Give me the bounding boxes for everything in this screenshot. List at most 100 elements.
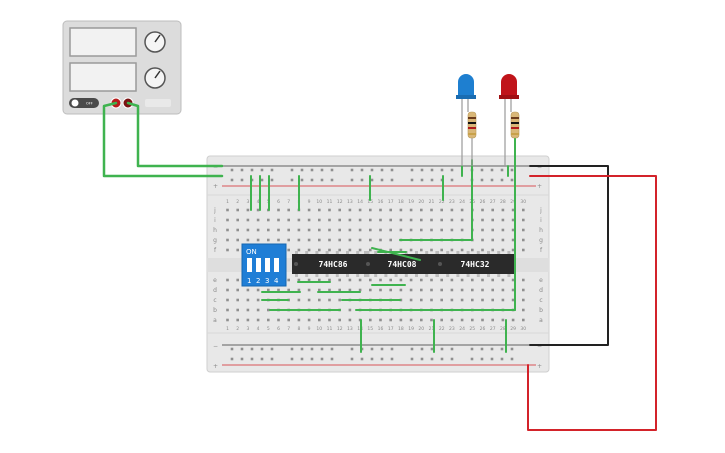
breadboard-hole[interactable]	[440, 218, 443, 222]
breadboard-hole[interactable]	[338, 228, 341, 232]
breadboard-hole[interactable]	[290, 347, 294, 351]
breadboard-hole[interactable]	[522, 278, 525, 282]
breadboard-hole[interactable]	[246, 318, 250, 322]
breadboard-hole[interactable]	[226, 308, 229, 312]
breadboard-hole[interactable]	[522, 208, 525, 212]
breadboard-hole[interactable]	[481, 228, 484, 232]
breadboard-hole[interactable]	[420, 218, 423, 222]
breadboard-hole[interactable]	[410, 347, 414, 351]
wire-power-rail[interactable]	[527, 175, 657, 431]
breadboard-hole[interactable]	[471, 248, 474, 252]
breadboard-hole[interactable]	[318, 278, 321, 282]
breadboard-hole[interactable]	[501, 288, 505, 292]
breadboard-hole[interactable]	[240, 347, 244, 351]
breadboard-hole[interactable]	[267, 228, 270, 232]
breadboard-hole[interactable]	[277, 218, 280, 222]
breadboard-hole[interactable]	[277, 318, 280, 322]
breadboard-hole[interactable]	[338, 298, 341, 302]
breadboard-hole[interactable]	[226, 288, 229, 292]
breadboard-hole[interactable]	[491, 238, 494, 242]
breadboard-hole[interactable]	[310, 168, 314, 172]
breadboard-hole[interactable]	[440, 168, 444, 172]
breadboard-hole[interactable]	[246, 238, 250, 242]
breadboard-hole[interactable]	[450, 178, 454, 182]
breadboard-hole[interactable]	[246, 308, 250, 312]
breadboard-hole[interactable]	[350, 357, 354, 361]
breadboard-hole[interactable]	[236, 278, 239, 282]
wire-psu-negative[interactable]	[126, 101, 224, 168]
breadboard-hole[interactable]	[481, 248, 484, 252]
breadboard-hole[interactable]	[501, 238, 505, 242]
breadboard-hole[interactable]	[360, 357, 364, 361]
breadboard-hole[interactable]	[318, 318, 321, 322]
breadboard-hole[interactable]	[358, 238, 362, 242]
breadboard-hole[interactable]	[430, 318, 433, 322]
breadboard-hole[interactable]	[267, 218, 270, 222]
breadboard-hole[interactable]	[226, 248, 229, 252]
breadboard-hole[interactable]	[369, 248, 372, 252]
breadboard-hole[interactable]	[481, 218, 484, 222]
breadboard-hole[interactable]	[460, 248, 464, 252]
breadboard-hole[interactable]	[460, 288, 464, 292]
breadboard-hole[interactable]	[379, 278, 382, 282]
breadboard-hole[interactable]	[348, 228, 352, 232]
chip-74hc32[interactable]: 74HC32	[436, 254, 514, 274]
breadboard-hole[interactable]	[277, 208, 280, 212]
dip-toggle-4[interactable]	[274, 258, 279, 272]
breadboard-hole[interactable]	[380, 357, 384, 361]
breadboard-hole[interactable]	[440, 278, 443, 282]
breadboard-hole[interactable]	[360, 168, 364, 172]
breadboard-hole[interactable]	[460, 298, 464, 302]
breadboard-hole[interactable]	[287, 238, 290, 242]
breadboard-hole[interactable]	[501, 318, 505, 322]
breadboard-hole[interactable]	[480, 347, 484, 351]
breadboard-hole[interactable]	[320, 168, 324, 172]
breadboard-hole[interactable]	[246, 208, 250, 212]
breadboard-hole[interactable]	[491, 228, 494, 232]
breadboard-hole[interactable]	[338, 218, 341, 222]
breadboard-hole[interactable]	[420, 208, 423, 212]
breadboard-hole[interactable]	[380, 168, 384, 172]
breadboard-hole[interactable]	[460, 208, 464, 212]
breadboard-hole[interactable]	[450, 228, 454, 232]
breadboard-hole[interactable]	[440, 298, 443, 302]
breadboard-hole[interactable]	[510, 178, 514, 182]
breadboard-hole[interactable]	[440, 288, 443, 292]
breadboard-hole[interactable]	[430, 248, 433, 252]
breadboard-hole[interactable]	[430, 278, 433, 282]
breadboard-hole[interactable]	[369, 318, 372, 322]
breadboard-hole[interactable]	[260, 178, 264, 182]
breadboard-hole[interactable]	[328, 248, 331, 252]
breadboard-hole[interactable]	[230, 178, 234, 182]
breadboard-hole[interactable]	[250, 357, 254, 361]
breadboard-hole[interactable]	[307, 238, 311, 242]
dip-switch[interactable]: ON 1 2 3 4	[241, 243, 287, 287]
breadboard-hole[interactable]	[430, 208, 433, 212]
breadboard-hole[interactable]	[348, 278, 352, 282]
breadboard-hole[interactable]	[226, 238, 229, 242]
breadboard-hole[interactable]	[348, 238, 352, 242]
breadboard-hole[interactable]	[389, 228, 392, 232]
breadboard-hole[interactable]	[522, 308, 525, 312]
breadboard-hole[interactable]	[409, 248, 413, 252]
breadboard-hole[interactable]	[330, 347, 334, 351]
led-red[interactable]	[499, 74, 519, 166]
breadboard-hole[interactable]	[481, 238, 484, 242]
breadboard-hole[interactable]	[490, 168, 494, 172]
breadboard-hole[interactable]	[246, 288, 250, 292]
breadboard-hole[interactable]	[399, 278, 403, 282]
breadboard-hole[interactable]	[328, 208, 331, 212]
breadboard-hole[interactable]	[481, 288, 484, 292]
breadboard-hole[interactable]	[226, 218, 229, 222]
breadboard-hole[interactable]	[297, 318, 301, 322]
breadboard-hole[interactable]	[287, 288, 290, 292]
breadboard-hole[interactable]	[358, 228, 362, 232]
breadboard-hole[interactable]	[246, 228, 250, 232]
breadboard-hole[interactable]	[226, 278, 229, 282]
breadboard-hole[interactable]	[369, 208, 372, 212]
breadboard-hole[interactable]	[491, 318, 494, 322]
breadboard-hole[interactable]	[379, 288, 382, 292]
breadboard-hole[interactable]	[450, 357, 454, 361]
breadboard-hole[interactable]	[290, 178, 294, 182]
breadboard-hole[interactable]	[307, 208, 311, 212]
